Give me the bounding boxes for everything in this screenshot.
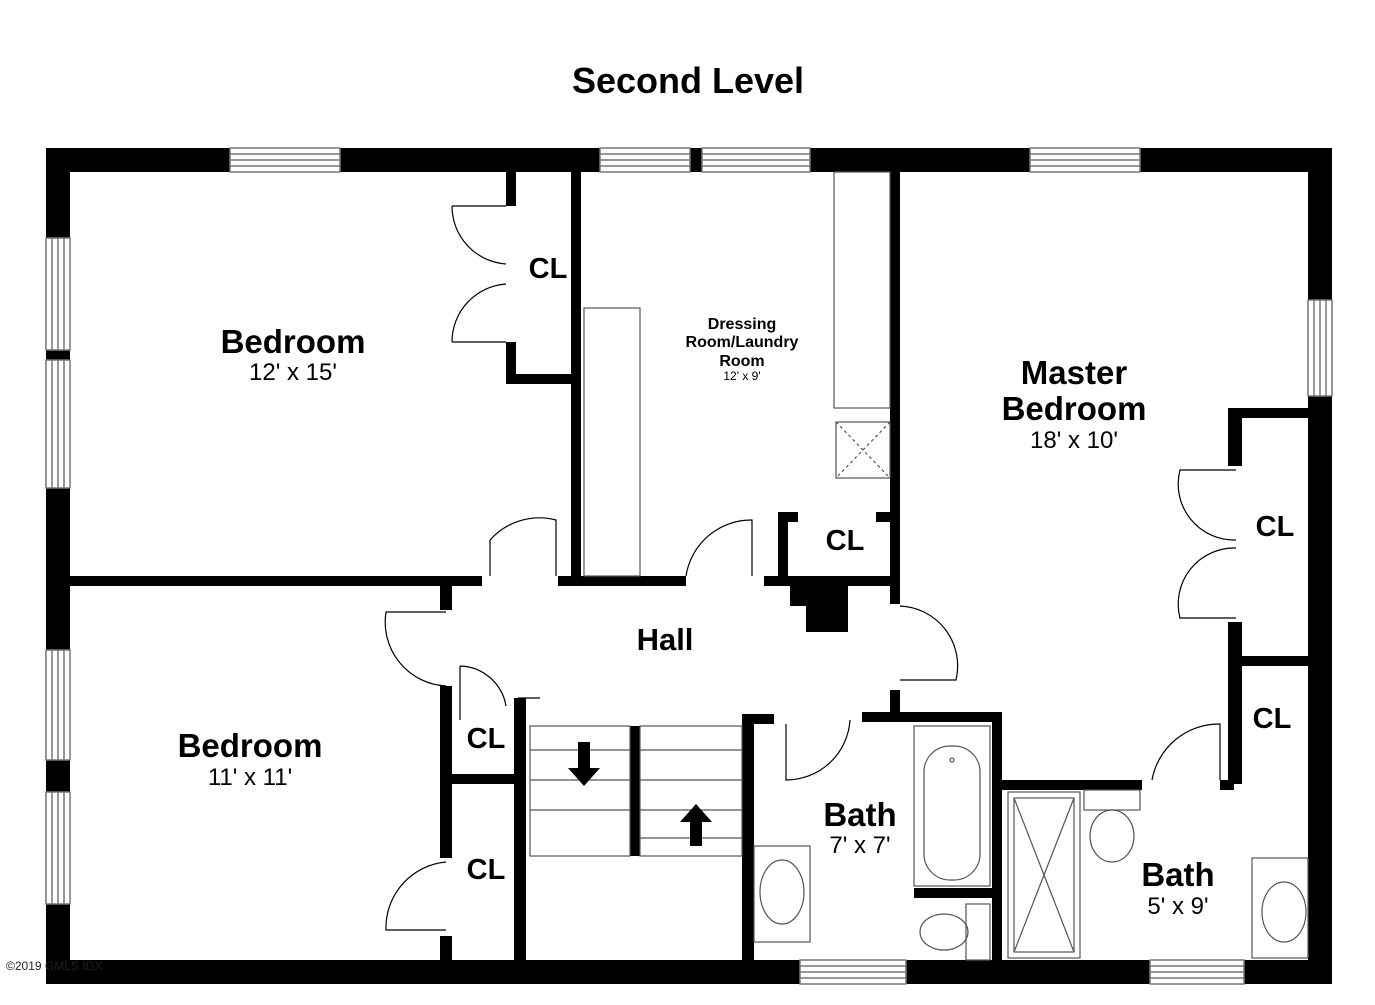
room-labels: Bedroom 12' x 15' Dressing Room/Laundry … bbox=[178, 253, 1295, 920]
plan-title: Second Level bbox=[572, 60, 804, 101]
closet-label-master-bath: CL bbox=[1253, 703, 1292, 735]
watermark: ©2019 GMLS IDX bbox=[6, 959, 102, 973]
closet-label-dressing: CL bbox=[826, 525, 865, 557]
doors bbox=[384, 205, 1237, 931]
interior-walls bbox=[70, 172, 1312, 960]
bedroom-top-dim: 12' x 15' bbox=[249, 359, 337, 386]
bedroom-top-name: Bedroom bbox=[221, 323, 366, 360]
dressing-name-line-2: Room/Laundry bbox=[686, 334, 799, 351]
bath-small-name: Bath bbox=[823, 796, 896, 833]
master-name-line-1: Master bbox=[1021, 354, 1128, 391]
bath-master-name: Bath bbox=[1141, 856, 1214, 893]
master-dim: 18' x 10' bbox=[1030, 427, 1118, 454]
windows bbox=[45, 147, 1333, 985]
bedroom-bottom-dim: 11' x 11' bbox=[208, 764, 292, 791]
closet-label-master: CL bbox=[1256, 511, 1295, 543]
closet-label-bedroom-bottom: CL bbox=[467, 854, 506, 886]
stair-arrows bbox=[568, 742, 712, 846]
dressing-name-line-1: Dressing bbox=[708, 316, 776, 333]
exterior-walls bbox=[46, 148, 1332, 984]
hall-name: Hall bbox=[637, 622, 694, 657]
arrow-down-icon bbox=[568, 742, 600, 786]
dressing-name-line-3: Room bbox=[719, 353, 764, 370]
master-name-line-2: Bedroom bbox=[1002, 390, 1147, 427]
bath-small-dim: 7' x 7' bbox=[829, 832, 890, 859]
bath-master-dim: 5' x 9' bbox=[1147, 893, 1208, 920]
dressing-dim: 12' x 9' bbox=[723, 369, 760, 383]
fixtures bbox=[529, 171, 1309, 961]
arrow-up-icon bbox=[680, 804, 712, 846]
closet-label-hall-small: CL bbox=[467, 723, 506, 755]
bedroom-bottom-name: Bedroom bbox=[178, 727, 323, 764]
closet-label-top-bedroom: CL bbox=[529, 253, 568, 285]
